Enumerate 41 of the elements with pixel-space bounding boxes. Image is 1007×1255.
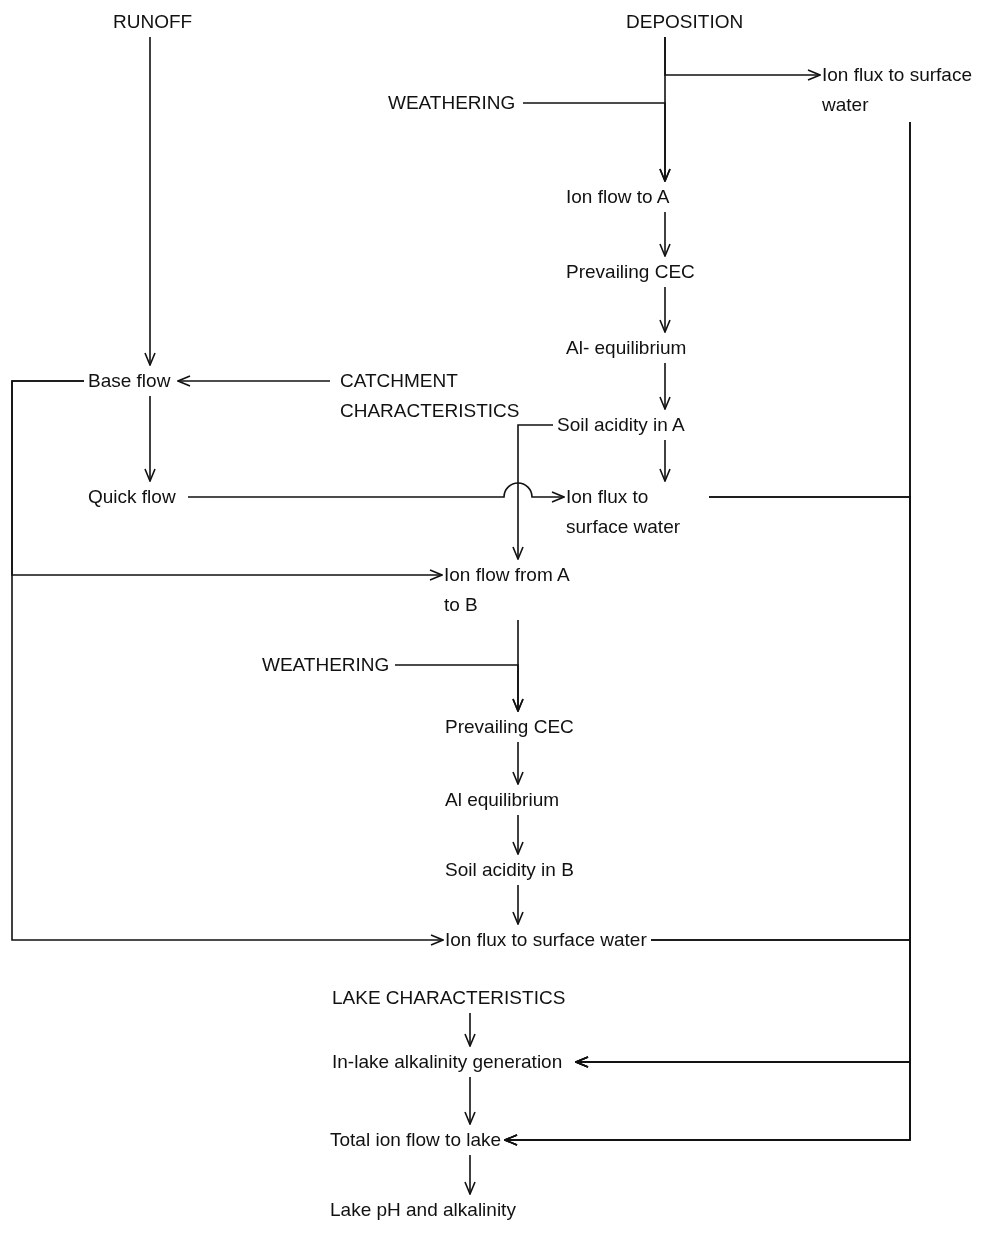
arrow xyxy=(504,939,911,1146)
arrow xyxy=(659,362,671,410)
flow-text: In-lake alkalinity generation xyxy=(332,1047,572,1077)
flow-text: Al equilibrium xyxy=(445,785,560,815)
flow-text: DEPOSITION xyxy=(626,7,744,37)
arrow xyxy=(512,884,524,925)
flow-text: Soil acidity in B xyxy=(445,855,574,885)
flow-text: WEATHERING xyxy=(262,650,390,680)
arrow xyxy=(187,482,565,503)
flow-text: Ion flux to surface water xyxy=(822,60,1002,120)
arrow xyxy=(659,211,671,257)
arrow xyxy=(394,664,524,712)
flow-text: Al- equilibrium xyxy=(566,333,687,363)
flow-text: Ion flow from A to B xyxy=(444,560,574,620)
arrow xyxy=(512,814,524,855)
arrow xyxy=(144,395,156,482)
arrow xyxy=(659,439,671,482)
flow-text: Prevailing CEC xyxy=(445,712,574,742)
flow-text: Ion flow to A xyxy=(566,182,670,212)
flow-text: WEATHERING xyxy=(388,88,516,118)
flow-text: Quick flow xyxy=(88,482,176,512)
arrow xyxy=(512,741,524,785)
flow-text: Total ion flow to lake xyxy=(330,1125,502,1155)
arrow xyxy=(144,36,156,366)
arrow xyxy=(464,1076,476,1125)
flow-text: Lake pH and alkalinity xyxy=(330,1195,516,1225)
arrow xyxy=(512,424,554,560)
flow-text: Ion flux to surface water xyxy=(445,925,647,955)
arrow xyxy=(464,1154,476,1195)
flow-text: LAKE CHARACTERISTICS xyxy=(332,983,566,1013)
arrow xyxy=(464,1012,476,1047)
arrow xyxy=(664,36,821,81)
flow-text: Ion flux to surface water xyxy=(566,482,701,542)
arrow xyxy=(659,286,671,333)
arrow xyxy=(522,102,671,182)
arrow xyxy=(177,375,331,387)
flow-text: Base flow xyxy=(88,366,171,396)
arrow xyxy=(11,380,444,946)
flow-text: Soil acidity in A xyxy=(557,410,685,440)
flow-text: RUNOFF xyxy=(113,7,193,37)
flow-text: Prevailing CEC xyxy=(566,257,695,287)
